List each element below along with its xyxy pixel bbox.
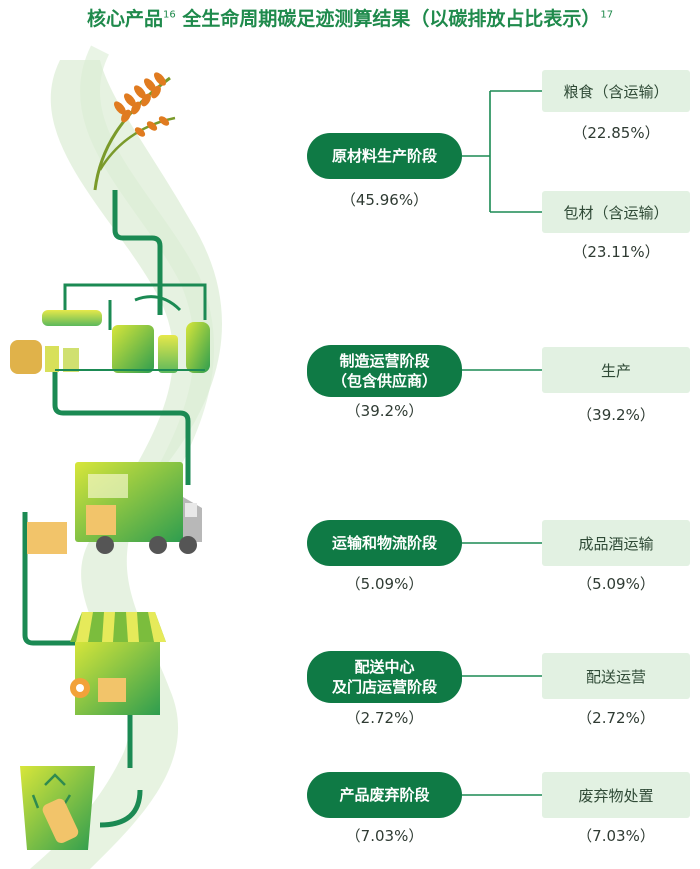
factory-icon [10,283,210,374]
sub-production: 生产 [542,347,690,393]
sub-distribution-ops-pct: （2.72%） [577,709,655,727]
recycle-bin-icon [20,766,95,850]
footnote-16: 16 [162,9,176,21]
sub-label: 成品酒运输 [578,534,654,553]
stage-label: 原材料生产阶段 [331,146,437,165]
footnote-17: 17 [600,9,614,21]
sub-waste-disposal: 废弃物处置 [542,772,690,818]
sub-label: 废弃物处置 [578,786,654,805]
sub-label: 粮食（含运输） [563,82,669,101]
sub-finished-transport-pct: （5.09%） [577,575,655,593]
stage-label: 产品废弃阶段 [339,785,430,804]
stage-raw-material-pct: （45.96%） [340,191,429,209]
truck-icon [27,462,202,554]
sub-waste-disposal-pct: （7.03%） [577,827,655,845]
sub-distribution-ops: 配送运营 [542,653,690,699]
stage-raw-material: 原材料生产阶段 [307,133,462,179]
sub-label: 生产 [600,361,631,380]
stage-label-line1: 配送中心 [354,657,415,676]
stage-manufacturing: 制造运营阶段 （包含供应商） [307,345,462,397]
wheat-icon [93,72,176,191]
sub-label: 包材（含运输） [563,203,669,222]
sub-production-pct: （39.2%） [577,406,655,424]
title-text-2: 全生命周期碳足迹测算结果（以碳排放占比表示） [182,8,601,30]
sub-packaging-pct: （23.11%） [572,243,660,261]
sub-label: 配送运营 [585,667,646,686]
stage-label-line2: 及门店运营阶段 [331,678,437,696]
lifecycle-illustration [10,45,223,869]
sub-grain: 粮食（含运输） [542,70,690,112]
stage-distribution: 配送中心 及门店运营阶段 [307,651,462,703]
title-text: 核心产品 [86,8,163,30]
lifecycle-path [22,190,191,828]
stage-label-line1: 制造运营阶段 [339,351,430,370]
stage-manufacturing-pct: （39.2%） [345,402,424,420]
sub-grain-pct: （22.85%） [572,124,660,142]
stage-transport-pct: （5.09%） [345,575,424,593]
sub-packaging: 包材（含运输） [542,191,690,233]
stage-transport: 运输和物流阶段 [307,520,462,566]
stage-label-line2: （包含供应商） [331,372,437,390]
store-icon [70,612,166,715]
stage-disposal: 产品废弃阶段 [307,772,462,818]
stage-label: 运输和物流阶段 [331,533,437,552]
sub-finished-transport: 成品酒运输 [542,520,690,566]
stage-distribution-pct: （2.72%） [345,709,424,727]
page-title: 核心产品16 全生命周期碳足迹测算结果（以碳排放占比表示）17 [0,4,700,31]
stage-disposal-pct: （7.03%） [345,827,424,845]
